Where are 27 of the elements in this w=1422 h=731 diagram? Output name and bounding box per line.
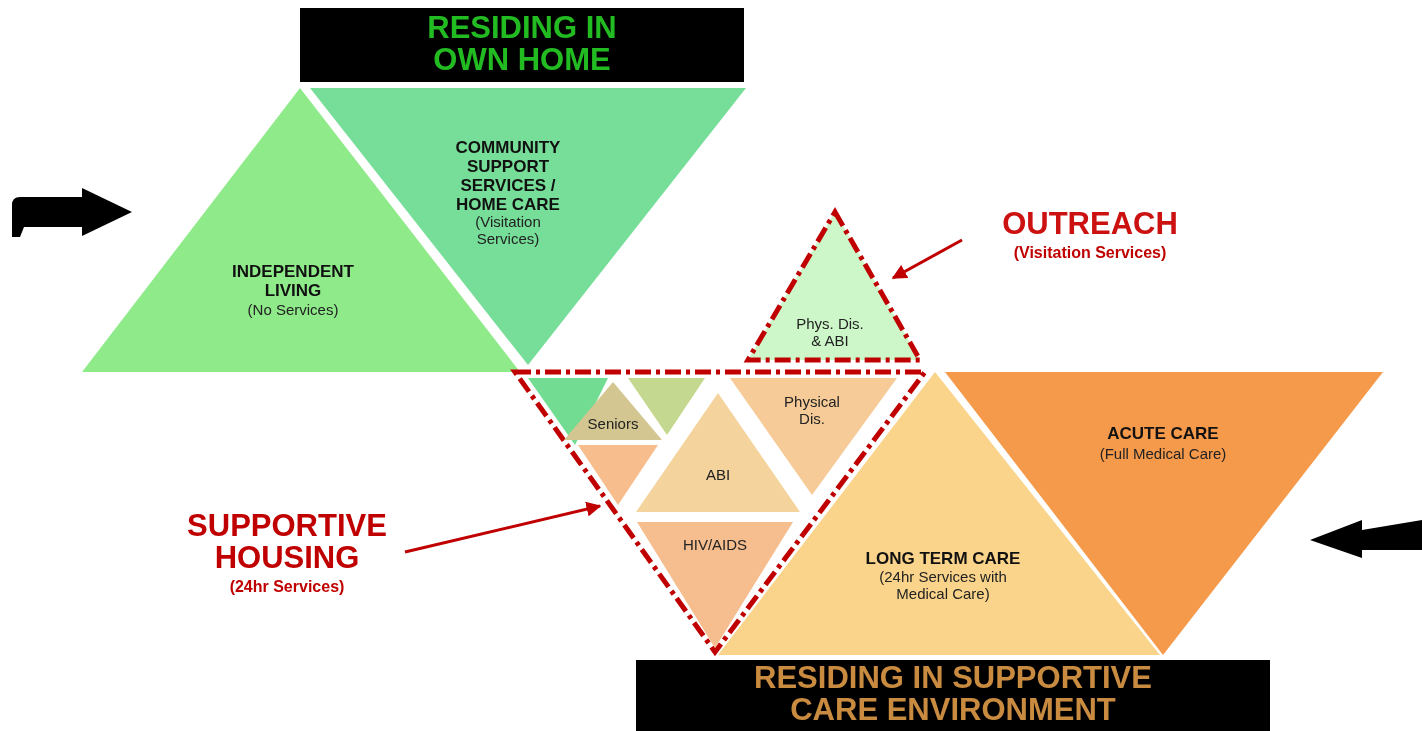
label-text: Physical Dis. (783, 394, 841, 428)
heading-text: SUPPORTIVE HOUSING (186, 510, 388, 574)
arrow (404, 501, 602, 554)
group-triangle (729, 377, 899, 496)
arrow (891, 238, 963, 280)
title-banner (300, 8, 744, 82)
group-triangle (636, 521, 794, 649)
subtext: (24hr Services with Medical Care) (878, 569, 1008, 603)
label-text: COMMUNITY SUPPORT SERVICES / HOME CARE (454, 138, 562, 215)
heading-text: OUTREACH (1001, 208, 1179, 240)
subtext: (Visitation Services) (1012, 244, 1168, 262)
subtext: (Full Medical Care) (1098, 446, 1228, 463)
subtext: (Visitation Services) (474, 214, 542, 248)
group-triangle (563, 381, 663, 441)
label-text: LONG TERM CARE (864, 549, 1022, 569)
heading-text: RESIDING IN SUPPORTIVE CARE ENVIRONMENT (753, 662, 1153, 726)
subtext: (No Services) (246, 302, 340, 319)
label-text: Seniors (586, 416, 640, 433)
group-triangle (577, 444, 659, 506)
label-text: HIV/AIDS (681, 537, 749, 554)
label-text: Phys. Dis. & ABI (795, 316, 865, 350)
title-banner (636, 660, 1270, 731)
subtext: (24hr Services) (228, 578, 346, 596)
heading-text: RESIDING IN OWN HOME (426, 12, 618, 76)
label-text: ACUTE CARE (1106, 424, 1220, 444)
label-text: INDEPENDENT LIVING (231, 262, 355, 301)
label-text: ABI (704, 467, 732, 484)
